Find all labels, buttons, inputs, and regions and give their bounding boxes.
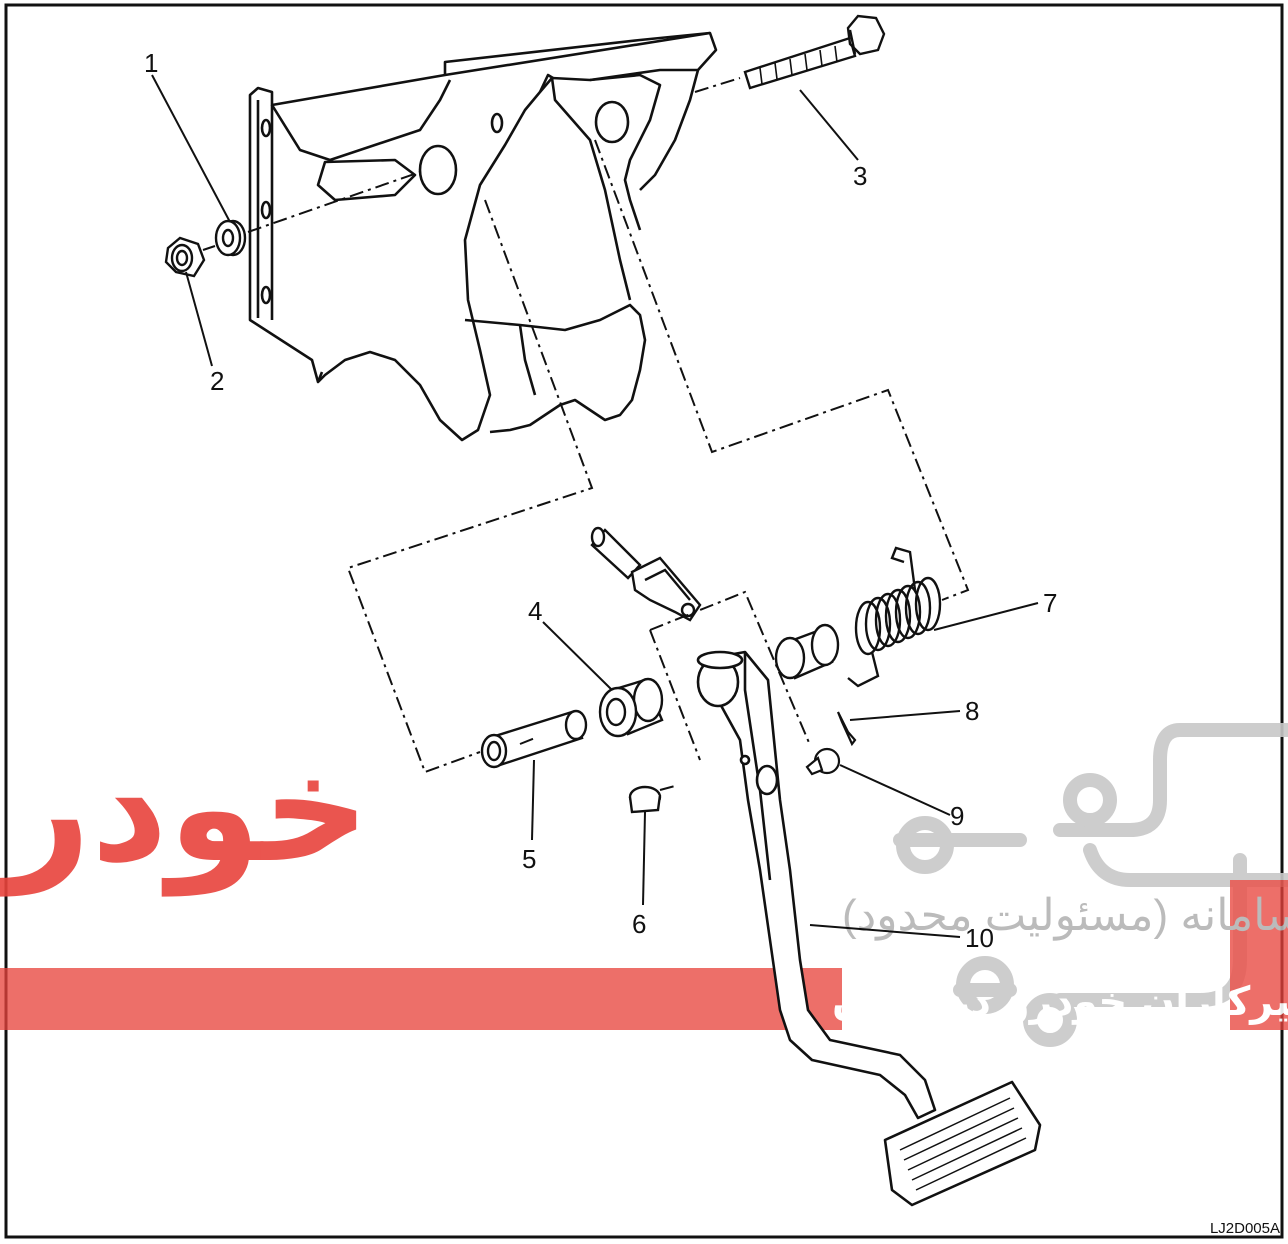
part-4-bushing bbox=[598, 677, 664, 738]
part-7-return-spring bbox=[774, 546, 942, 688]
watermark-line2: اولین سامانه دیجیتال تعمیرکاران خودرو در… bbox=[832, 979, 1288, 1025]
callout-leader-lines bbox=[151, 74, 1039, 938]
callout-10: 10 bbox=[965, 923, 994, 953]
callout-7: 7 bbox=[1043, 588, 1057, 618]
reference-code: LJ2D005A bbox=[1210, 1220, 1280, 1237]
callout-2: 2 bbox=[210, 366, 224, 396]
pushrod-clevis bbox=[590, 526, 702, 622]
callout-8: 8 bbox=[965, 696, 979, 726]
assembly-dashed-lines bbox=[202, 77, 970, 791]
watermark-brand-red: خودرو دیجیتال bbox=[0, 722, 370, 897]
callout-4: 4 bbox=[528, 596, 542, 626]
part-10-brake-pedal bbox=[696, 650, 1042, 1207]
part-1-washer bbox=[214, 219, 247, 257]
callout-5: 5 bbox=[522, 844, 536, 874]
diagram-border bbox=[4, 3, 1284, 1239]
part-9-stud bbox=[805, 747, 841, 776]
part-3-bolt bbox=[743, 14, 886, 90]
watermark-banner bbox=[0, 968, 842, 1030]
callout-numbers: 1 2 3 4 5 6 7 8 9 10 bbox=[144, 48, 1057, 953]
pedal-bracket bbox=[248, 31, 718, 442]
watermark: خودرو دیجیتال شرکت دیجیتال خودرو سامانه … bbox=[0, 722, 1288, 1047]
callout-9: 9 bbox=[950, 801, 964, 831]
callout-1: 1 bbox=[144, 48, 158, 78]
callout-6: 6 bbox=[632, 909, 646, 939]
callout-3: 3 bbox=[853, 161, 867, 191]
part-2-nut bbox=[164, 236, 206, 278]
watermark-car-block bbox=[1230, 880, 1288, 1030]
part-5-sleeve bbox=[480, 709, 588, 769]
part-8-clip bbox=[836, 711, 857, 747]
part-6-pin bbox=[628, 785, 662, 814]
